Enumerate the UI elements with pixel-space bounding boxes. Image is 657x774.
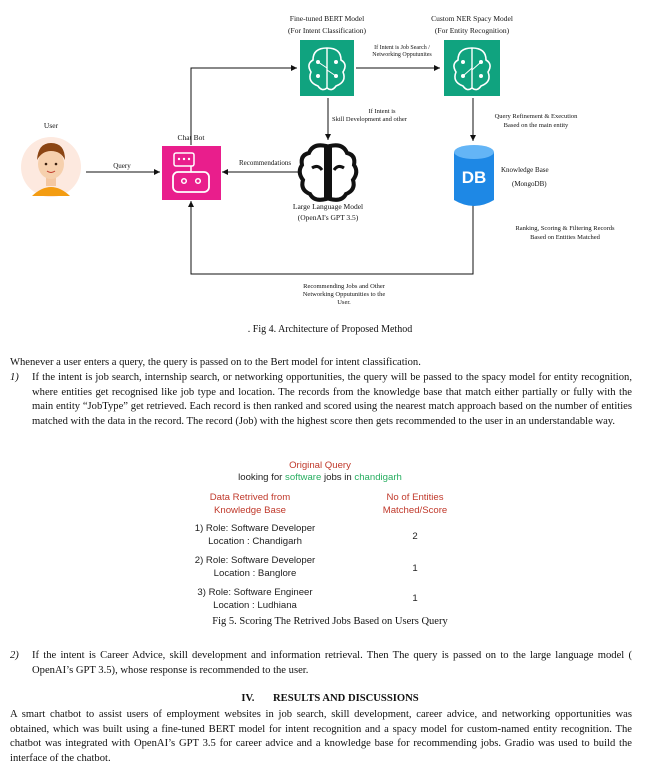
row-3-role: 3) Role: Software Engineer	[197, 587, 313, 598]
recommending-label-2: Networking Opputunities to the	[302, 291, 386, 298]
results-paragraph: A smart chatbot to assist users of emplo…	[10, 709, 632, 764]
query-label: Query	[113, 162, 131, 170]
query-refine-label-2: Based on the main entity	[503, 122, 569, 129]
fig4-caption: . Fig 4. Architecture of Proposed Method	[247, 324, 413, 335]
row-1-score: 2	[412, 531, 418, 542]
list-item-1-number: 1)	[10, 372, 19, 383]
row-2-role: 2) Role: Software Developer	[194, 555, 316, 566]
db-icon-label: DB	[461, 168, 487, 187]
chatbot-to-bert-arrow	[190, 65, 297, 145]
col1-header-2: Knowledge Base	[213, 505, 286, 516]
section-number: IV.	[241, 693, 255, 704]
col2-header-1: No of Entities	[386, 492, 444, 503]
user-label: User	[43, 121, 59, 130]
intent-skill-label-2: Skill Development and other	[332, 116, 407, 123]
bert-title: Fine-tuned BERT Model	[289, 14, 365, 23]
intent-job-label: If Intent is Job Search / Networking Opp…	[372, 45, 432, 58]
user-avatar-icon	[21, 137, 81, 197]
database-icon	[454, 145, 494, 206]
list-item-1-text: If the intent is job search, internship …	[32, 372, 632, 427]
kb-title: Knowledge Base	[501, 166, 549, 174]
ner-model-icon	[444, 40, 500, 96]
intro-paragraph: Whenever a user enters a query, the quer…	[10, 357, 421, 368]
query-refine-label-1: Query Refinement & Execution	[494, 113, 578, 120]
col2-header-2: Matched/Score	[382, 505, 448, 516]
row-3-score: 1	[412, 593, 418, 604]
row-1-role: 1) Role: Software Developer	[194, 523, 316, 534]
col1-header-1: Data Retrived from	[209, 492, 291, 503]
section-title: RESULTS AND DISCUSSIONS	[272, 693, 419, 704]
query-keyword-software: software	[285, 472, 322, 483]
list-item-2-number: 2)	[10, 650, 19, 661]
ranking-label-2: Based on Entities Matched	[530, 234, 600, 241]
list-item-1: 1) If the intent is job search, internsh…	[10, 371, 632, 429]
section-heading: IV. RESULTS AND DISCUSSIONS	[150, 692, 510, 706]
chatbot-label: Chat Bot	[177, 133, 205, 142]
chatbot-icon	[162, 146, 221, 200]
list-item-2: 2) If the intent is Career Advice, skill…	[10, 649, 632, 678]
bert-model-icon	[300, 40, 354, 96]
query-keyword-location: chandigarh	[354, 472, 402, 483]
bert-subtitle: (For Intent Classification)	[288, 26, 366, 35]
row-2-location: Location : Banglore	[213, 568, 297, 579]
row-1-location: Location : Chandigarh	[208, 536, 302, 547]
original-query-label: Original Query	[289, 460, 351, 471]
llm-subtitle: (OpenAI's GPT 3.5)	[297, 213, 359, 222]
kb-subtitle: (MongoDB)	[512, 180, 547, 188]
architecture-diagram	[21, 40, 500, 275]
query-prefix: looking for	[238, 472, 286, 483]
recommendations-label: Recommendations	[238, 159, 292, 167]
original-query-text: looking for software jobs in chandigarh	[200, 470, 440, 485]
row-3-location: Location : Ludhiana	[213, 600, 297, 611]
intent-skill-label-1: If Intent is	[368, 108, 396, 115]
kb-to-chatbot-arrow	[188, 201, 474, 275]
row-2-score: 1	[412, 563, 418, 574]
query-mid: jobs in	[321, 472, 355, 483]
ner-title: Custom NER Spacy Model	[431, 14, 513, 23]
fig5-caption: Fig 5. Scoring The Retrived Jobs Based o…	[212, 616, 448, 627]
llm-title: Large Language Model	[292, 202, 364, 211]
recommending-label-3: User.	[337, 299, 351, 306]
list-item-2-text: If the intent is Career Advice, skill de…	[32, 650, 632, 676]
recommending-label-1: Recommending Jobs and Other	[303, 283, 385, 290]
ranking-label-1: Ranking, Scoring & Filtering Records	[515, 225, 615, 232]
llm-brain-icon	[297, 143, 359, 202]
ner-subtitle: (For Entity Recognition)	[434, 26, 510, 35]
